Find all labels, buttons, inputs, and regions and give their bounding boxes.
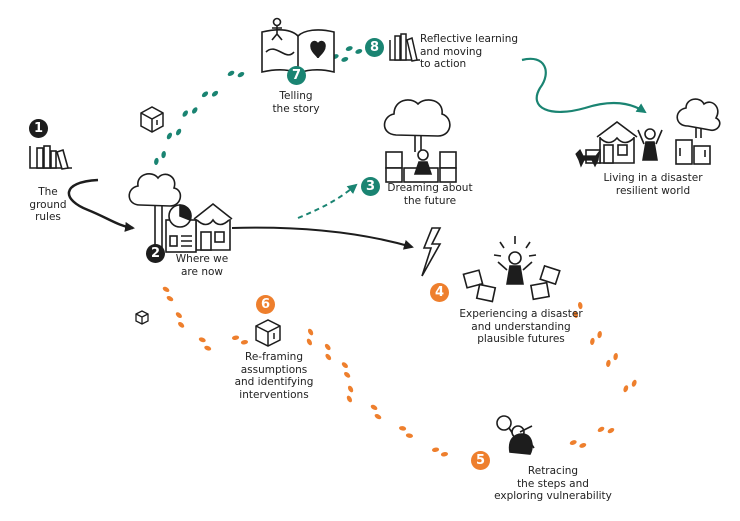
footprint-mark	[399, 426, 413, 438]
footprint-mark	[324, 343, 332, 361]
footprint-mark	[623, 379, 637, 393]
footprint-mark	[346, 385, 354, 403]
footprint-mark	[345, 46, 363, 54]
dream-tree-icon	[383, 99, 457, 183]
person-boxes-icon	[462, 236, 561, 303]
detective-icon	[496, 415, 535, 455]
footprint-mark	[370, 404, 382, 420]
books-icon	[389, 33, 420, 62]
footprint-mark	[590, 331, 602, 345]
footprints-icon	[154, 46, 637, 457]
ground-rules-connector	[67, 178, 135, 232]
footprint-mark	[431, 447, 449, 457]
box-icon	[140, 106, 164, 133]
footprint-mark	[162, 286, 174, 302]
box-icon	[255, 319, 281, 347]
footprint-mark	[231, 335, 249, 345]
footprint-mark	[166, 128, 182, 140]
footprint-mark	[175, 312, 185, 328]
step-2-badge: 2	[146, 244, 165, 263]
step-6-badge: 6	[256, 295, 275, 314]
step-5-badge: 5	[471, 451, 490, 470]
step-4-badge: 4	[430, 283, 449, 302]
lightning-icon	[421, 227, 442, 277]
footprint-mark	[597, 426, 615, 434]
footprint-mark	[341, 362, 351, 378]
footprint-mark	[201, 90, 219, 98]
step-8-badge: 8	[365, 38, 384, 57]
footprint-mark	[573, 301, 583, 319]
step-1-badge: 1	[29, 119, 48, 138]
footprint-mark	[606, 353, 618, 367]
footprint-mark	[154, 151, 166, 165]
footprint-mark	[569, 440, 587, 448]
reflection-to-resilience-connector	[521, 57, 647, 114]
now-to-dream-connector	[297, 183, 358, 219]
now-to-disaster-connector	[231, 226, 414, 250]
footprint-mark	[227, 70, 245, 78]
books-icon	[29, 145, 72, 170]
footprint-mark	[306, 328, 314, 346]
footprint-mark	[198, 337, 212, 351]
box-icon	[135, 310, 149, 325]
chart-icon	[165, 204, 197, 253]
tree-house-icon	[585, 98, 721, 165]
step-3-badge: 3	[361, 177, 380, 196]
dog-icon	[575, 148, 600, 168]
step-7-badge: 7	[287, 66, 306, 85]
footprint-mark	[182, 107, 198, 117]
